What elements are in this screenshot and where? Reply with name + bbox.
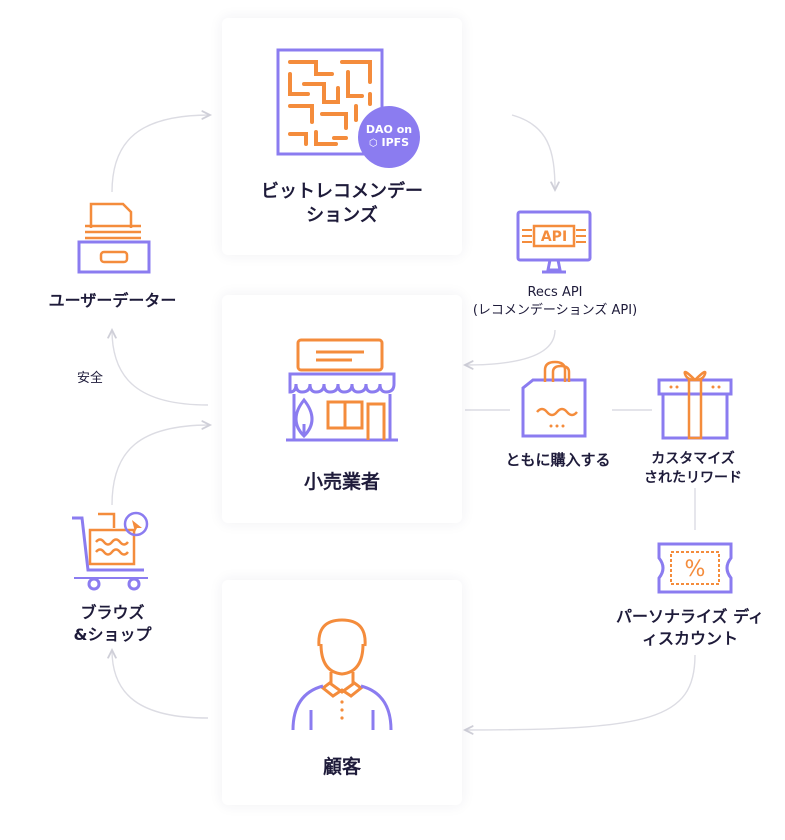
dao-ipfs-badge: DAO on ⬡ IPFS [358,106,420,168]
retailer-card [222,295,462,523]
user-data-label: ユーザーデーター [48,291,177,310]
secure-label: 安全 [76,371,103,386]
file-drawer-icon [77,202,151,274]
bit-recs-label: ビットレコメンデー ションズ [261,181,423,227]
cube-icon: ⬡ [368,138,378,150]
arrow-userdata-to-bitrecs [111,115,210,193]
svg-text:API: API [541,229,567,245]
svg-text:%: % [685,557,706,582]
badge-line1: DAO on [365,123,413,136]
buy-together-label: ともに購入する [505,451,611,469]
gift-box-icon [657,370,733,440]
store-icon [286,338,398,442]
arrow-customer-to-browse [112,650,209,719]
badge-line2: ⬡ IPFS [368,136,410,150]
recs-api-label: Recs API (レコメンデーションズ API) [472,285,638,318]
arrow-discount-to-customer [465,654,696,730]
browse-shop-label: ブラウズ &ショップ [73,603,152,644]
arrow-browse-to-retailer [111,425,210,506]
api-monitor-icon: API [516,210,592,274]
custom-reward-label: カスタマイズ されたリワード [644,451,742,486]
customer-avatar-icon [291,618,393,731]
shopping-cart-icon [72,511,149,591]
discount-ticket-icon: % [657,542,733,594]
retailer-label: 小売業者 [303,471,380,493]
maze-icon [276,48,384,156]
shopping-bag-icon [521,360,587,438]
arrow-api-to-retailer [465,329,556,365]
arrow-retailer-to-userdata [112,330,209,406]
arrow-bitrecs-to-api [511,114,555,190]
personal-discount-label: パーソナライズ ディ ィスカウント [616,607,764,648]
customer-label: 顧客 [322,756,361,778]
